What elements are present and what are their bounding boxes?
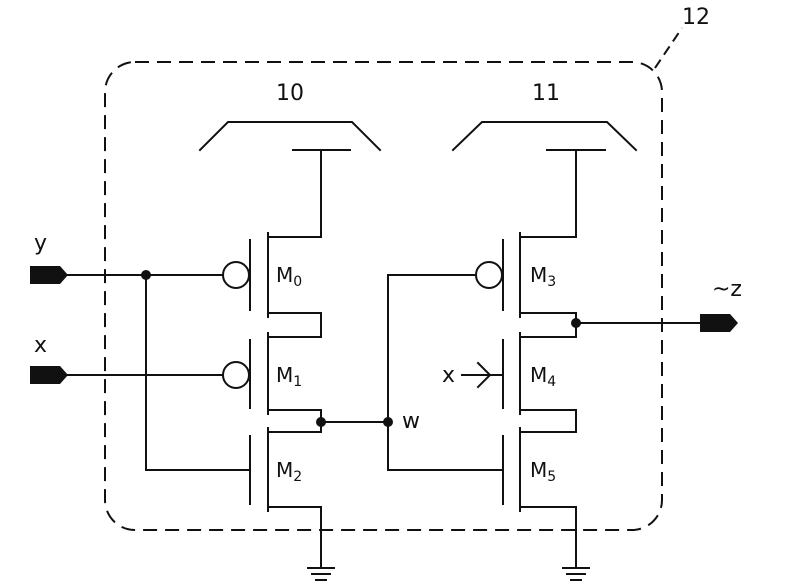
output-z-label: ~z <box>712 277 742 302</box>
ground-left-icon <box>307 567 335 581</box>
output-z-terminal <box>700 314 738 332</box>
junction-output <box>571 318 581 328</box>
m5-label: M5 <box>530 458 556 485</box>
node-w-label: w <box>402 409 420 434</box>
input-x-terminal <box>30 366 68 384</box>
m2-label: M2 <box>276 458 302 485</box>
m0-label: M0 <box>276 263 302 290</box>
gate-x-label: x <box>442 363 455 388</box>
m1-gate-bubble <box>222 361 250 389</box>
m3-gate-bubble <box>475 261 503 289</box>
ground-right-icon <box>562 567 590 581</box>
m4-label: M4 <box>530 363 556 390</box>
block-11-label: 11 <box>532 81 560 106</box>
block-10-label: 10 <box>276 81 304 106</box>
m3-label: M3 <box>530 263 556 290</box>
m0-gate-bubble <box>222 261 250 289</box>
right-stage-wires <box>519 149 701 569</box>
input-y-terminal <box>30 266 68 284</box>
m1-label: M1 <box>276 363 302 390</box>
input-x-label: x <box>34 333 47 358</box>
input-y-label: y <box>34 231 47 256</box>
block-11-bracket <box>451 121 638 152</box>
block-12-boundary <box>104 61 663 531</box>
left-stage-wires <box>267 149 389 569</box>
block-12-label: 12 <box>682 5 710 30</box>
block-10-bracket <box>198 121 382 152</box>
junction-left-node <box>316 417 326 427</box>
m4-gate-arrow <box>476 361 492 389</box>
block-12-leader <box>654 27 683 69</box>
